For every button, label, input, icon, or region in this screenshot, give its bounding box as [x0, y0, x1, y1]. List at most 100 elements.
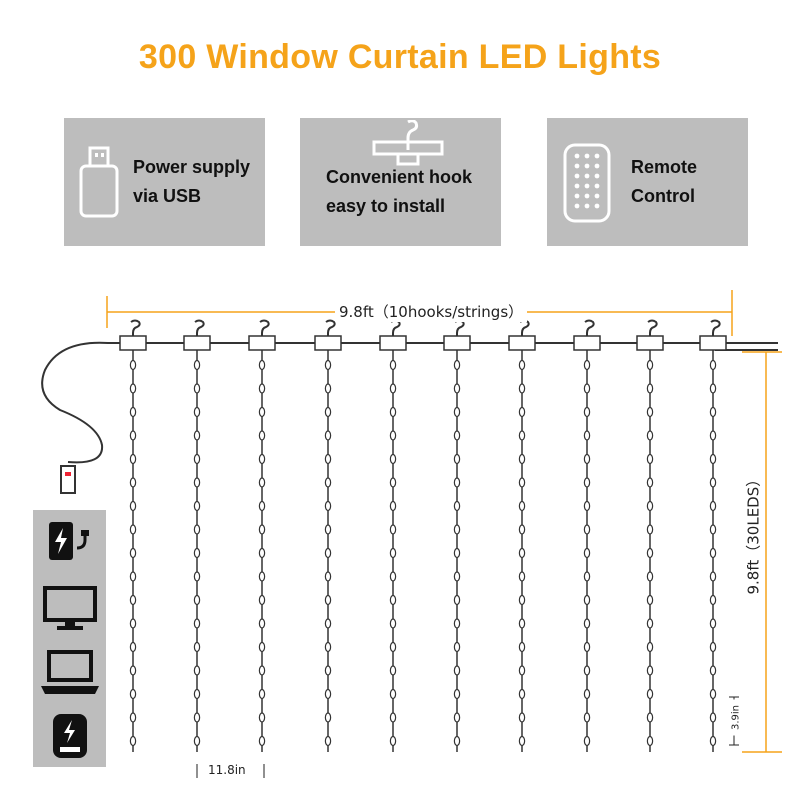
led-bulb	[583, 594, 591, 606]
led-bulb	[324, 594, 332, 606]
led-bulb	[258, 453, 266, 465]
hook-clip	[573, 335, 601, 351]
width-dimension-label: 9.8ft（10hooks/strings）	[335, 301, 528, 322]
hanger-hook-icon	[372, 120, 444, 166]
led-bulb	[193, 500, 201, 512]
led-bulb	[193, 453, 201, 465]
led-bulb	[453, 618, 461, 629]
led-bulb	[129, 712, 137, 723]
led-bulb	[518, 547, 526, 559]
led-bulb	[709, 524, 717, 535]
feature-hook-label: Convenient hook easy to install	[326, 167, 473, 216]
led-bulb	[518, 618, 526, 629]
led-bulb	[709, 641, 717, 653]
led-bulb	[646, 594, 654, 606]
led-bulb	[709, 712, 717, 723]
led-bulb	[389, 359, 397, 371]
hook-clip	[119, 335, 147, 351]
led-bulb	[518, 594, 526, 606]
power-bank-icon	[49, 522, 89, 560]
led-bulb	[129, 735, 137, 747]
hook-clip	[183, 335, 211, 351]
led-bulb	[518, 359, 526, 371]
led-bulb	[453, 571, 461, 582]
led-bulb	[324, 383, 332, 394]
led-bulb	[453, 524, 461, 535]
led-bulb	[646, 453, 654, 465]
led-bulb	[583, 477, 591, 488]
light-string	[699, 319, 727, 752]
led-bulb	[129, 688, 137, 700]
light-string	[508, 319, 536, 752]
led-bulb	[646, 618, 654, 629]
led-bulb	[518, 383, 526, 394]
led-bulb	[646, 383, 654, 394]
led-bulb	[518, 500, 526, 512]
led-bulb	[583, 688, 591, 700]
led-bulb	[193, 712, 201, 723]
led-bulb	[129, 430, 137, 441]
led-bulb	[193, 594, 201, 606]
led-bulb	[324, 477, 332, 488]
page-title: 300 Window Curtain LED Lights	[138, 38, 662, 76]
feature-usb-power: Power supply via USB	[64, 118, 265, 246]
led-bulb	[193, 641, 201, 653]
height-dimension-label: 9.8ft（30LEDS）	[742, 471, 764, 595]
led-bulb	[389, 735, 397, 747]
led-bulb	[709, 406, 717, 418]
hook-clip	[699, 335, 727, 351]
led-bulb	[258, 500, 266, 512]
led-bulb	[389, 453, 397, 465]
led-bulb	[453, 735, 461, 747]
led-bulb	[453, 688, 461, 700]
led-bulb	[646, 406, 654, 418]
feature-remote-label: Remote Control	[631, 157, 698, 206]
led-bulb	[646, 571, 654, 582]
led-bulb	[709, 571, 717, 582]
hook-clip	[443, 335, 471, 351]
led-bulb	[583, 735, 591, 747]
led-bulb	[193, 735, 201, 747]
led-bulb	[709, 500, 717, 512]
led-bulb	[709, 477, 717, 488]
led-bulb	[453, 547, 461, 559]
led-bulb	[583, 453, 591, 465]
led-bulb	[518, 641, 526, 653]
led-bulb	[518, 453, 526, 465]
led-bulb	[453, 712, 461, 723]
light-string	[119, 319, 147, 752]
led-bulb	[193, 618, 201, 629]
led-bulb	[258, 524, 266, 535]
led-bulb	[518, 406, 526, 418]
led-bulb	[389, 547, 397, 559]
phone-charger-icon	[53, 714, 87, 758]
led-bulb	[258, 735, 266, 747]
feature-hook: Convenient hook easy to install	[300, 118, 501, 246]
led-bulb	[129, 524, 137, 535]
led-bulb	[583, 712, 591, 723]
led-bulb	[129, 618, 137, 629]
led-bulb	[324, 430, 332, 441]
led-bulb	[389, 383, 397, 394]
led-bulb	[258, 477, 266, 488]
led-bulb	[453, 383, 461, 394]
led-bulb	[453, 359, 461, 371]
led-bulb	[646, 524, 654, 535]
led-bulb	[709, 547, 717, 559]
led-bulb	[646, 547, 654, 559]
led-bulb	[129, 641, 137, 653]
led-bulb	[583, 430, 591, 441]
led-bulb	[453, 453, 461, 465]
led-bulb	[129, 500, 137, 512]
led-bulb	[646, 688, 654, 700]
light-string	[183, 319, 211, 752]
usb-plug-light	[65, 472, 71, 476]
light-string	[443, 319, 471, 752]
led-bulb	[193, 359, 201, 371]
led-bulb	[646, 359, 654, 371]
led-bulb	[258, 383, 266, 394]
led-bulb	[193, 383, 201, 394]
led-bulb	[324, 359, 332, 371]
led-bulb	[583, 547, 591, 559]
led-bulb	[258, 430, 266, 441]
